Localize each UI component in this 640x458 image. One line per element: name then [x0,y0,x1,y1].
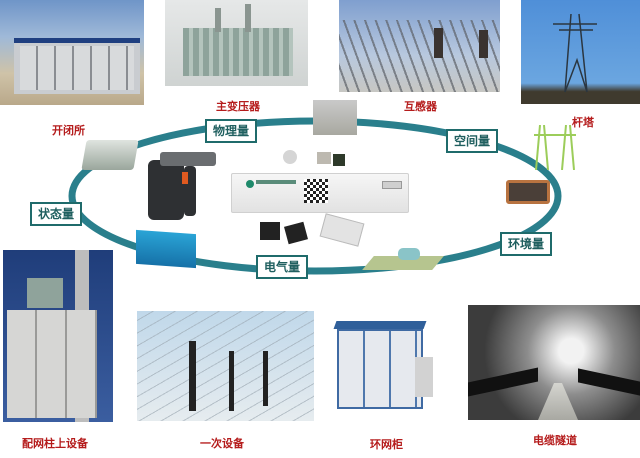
switching-station-photo [0,0,144,105]
main-transformer-photo [165,0,308,86]
primary-equipment-photo [137,311,314,421]
ring-main-unit-caption: 环网柜 [370,438,403,451]
electrical-quantity-label: 电气量 [256,255,309,279]
cable-tunnel-photo [468,305,640,420]
switching-station-caption: 开闭所 [52,124,85,137]
spatial-quantity-label: 空间量 [446,129,499,153]
switching-station-device [81,140,139,170]
pole-mounted-equipment-photo [3,250,113,422]
handheld-rfid-reader [148,152,218,222]
solar-panel-device [506,180,550,204]
tower-icon-small [530,124,580,171]
main-transformer-caption: 主变压器 [216,100,260,113]
substation-thumbnail [313,100,357,135]
chip-components [260,221,330,245]
tower-caption: 杆塔 [572,116,594,129]
sensor-components [283,150,353,166]
transformer-photo [339,0,500,92]
transformer-caption: 互感器 [404,100,437,113]
primary-equipment-caption: 一次设备 [200,437,244,450]
physical-quantity-label: 物理量 [205,119,258,143]
ring-main-unit-photo [333,317,435,417]
blue-gateway-box [136,229,196,269]
tower-photo [521,0,640,104]
state-quantity-label: 状态量 [30,202,83,226]
cable-tunnel-caption: 电缆隧道 [533,434,577,447]
environmental-quantity-label: 环境量 [500,232,553,256]
ev-charging-device [362,238,444,278]
pole-mounted-equipment-caption: 配网柱上设备 [22,437,88,450]
iot-gateway-device [231,173,409,213]
